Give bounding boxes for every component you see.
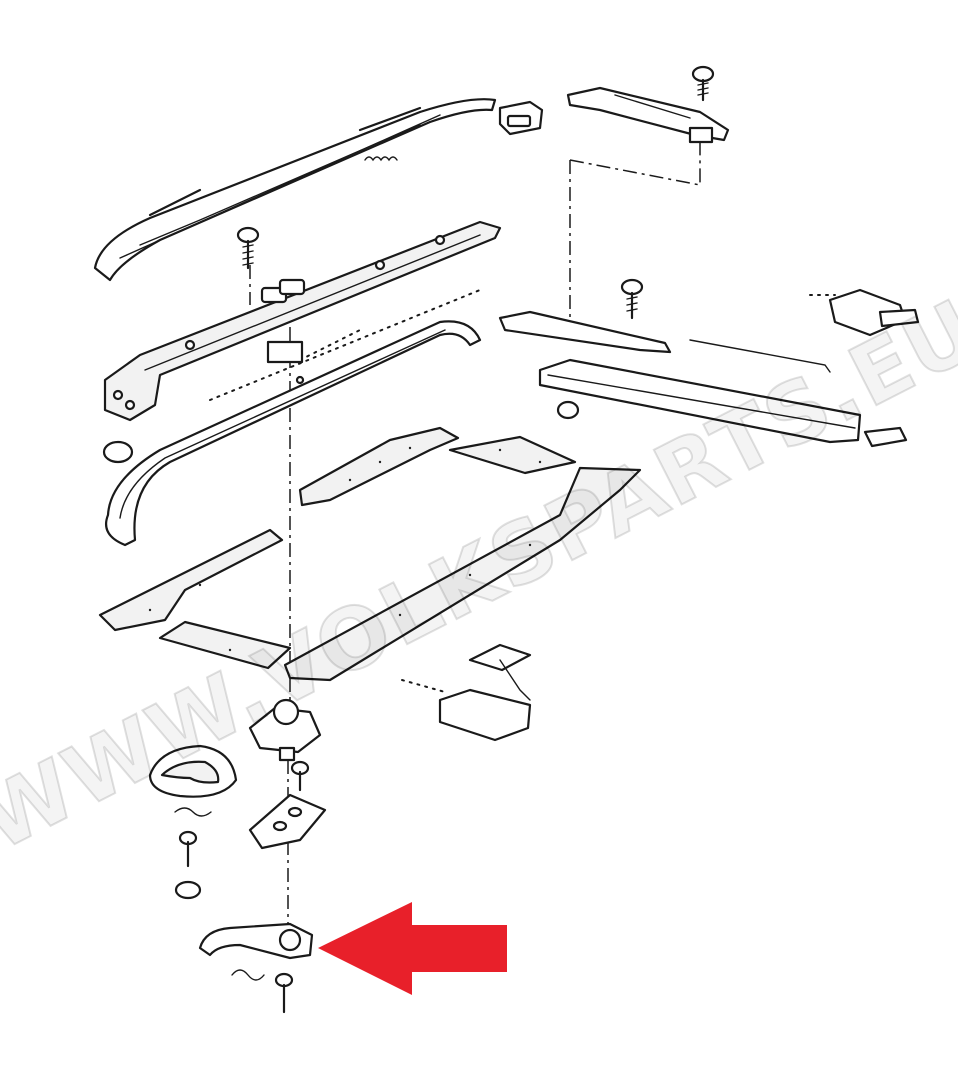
right-latch: [828, 288, 920, 337]
lower-latch: [401, 643, 532, 742]
main-guide-rail: [104, 320, 482, 547]
rear-guide-bracket: [566, 86, 730, 144]
screw-lower-center: [290, 760, 310, 792]
screw-lower-left: [174, 807, 212, 900]
deflector-rail: [93, 98, 497, 282]
screw-left: [236, 226, 260, 270]
handle-cup: [148, 744, 238, 798]
drive-gear: [248, 698, 322, 762]
slide-rail: [498, 310, 908, 448]
end-clip: [498, 100, 544, 136]
screw-mid: [620, 278, 644, 320]
crank-handle: [198, 922, 314, 1014]
gear-plate: [248, 793, 327, 850]
front-frame-member: [102, 220, 502, 464]
headliner-seals: [98, 426, 642, 682]
arrow-left-icon: [318, 902, 507, 995]
springs: [209, 289, 836, 401]
screw-top-right: [691, 65, 715, 102]
assembly-center-lines: [249, 140, 701, 930]
